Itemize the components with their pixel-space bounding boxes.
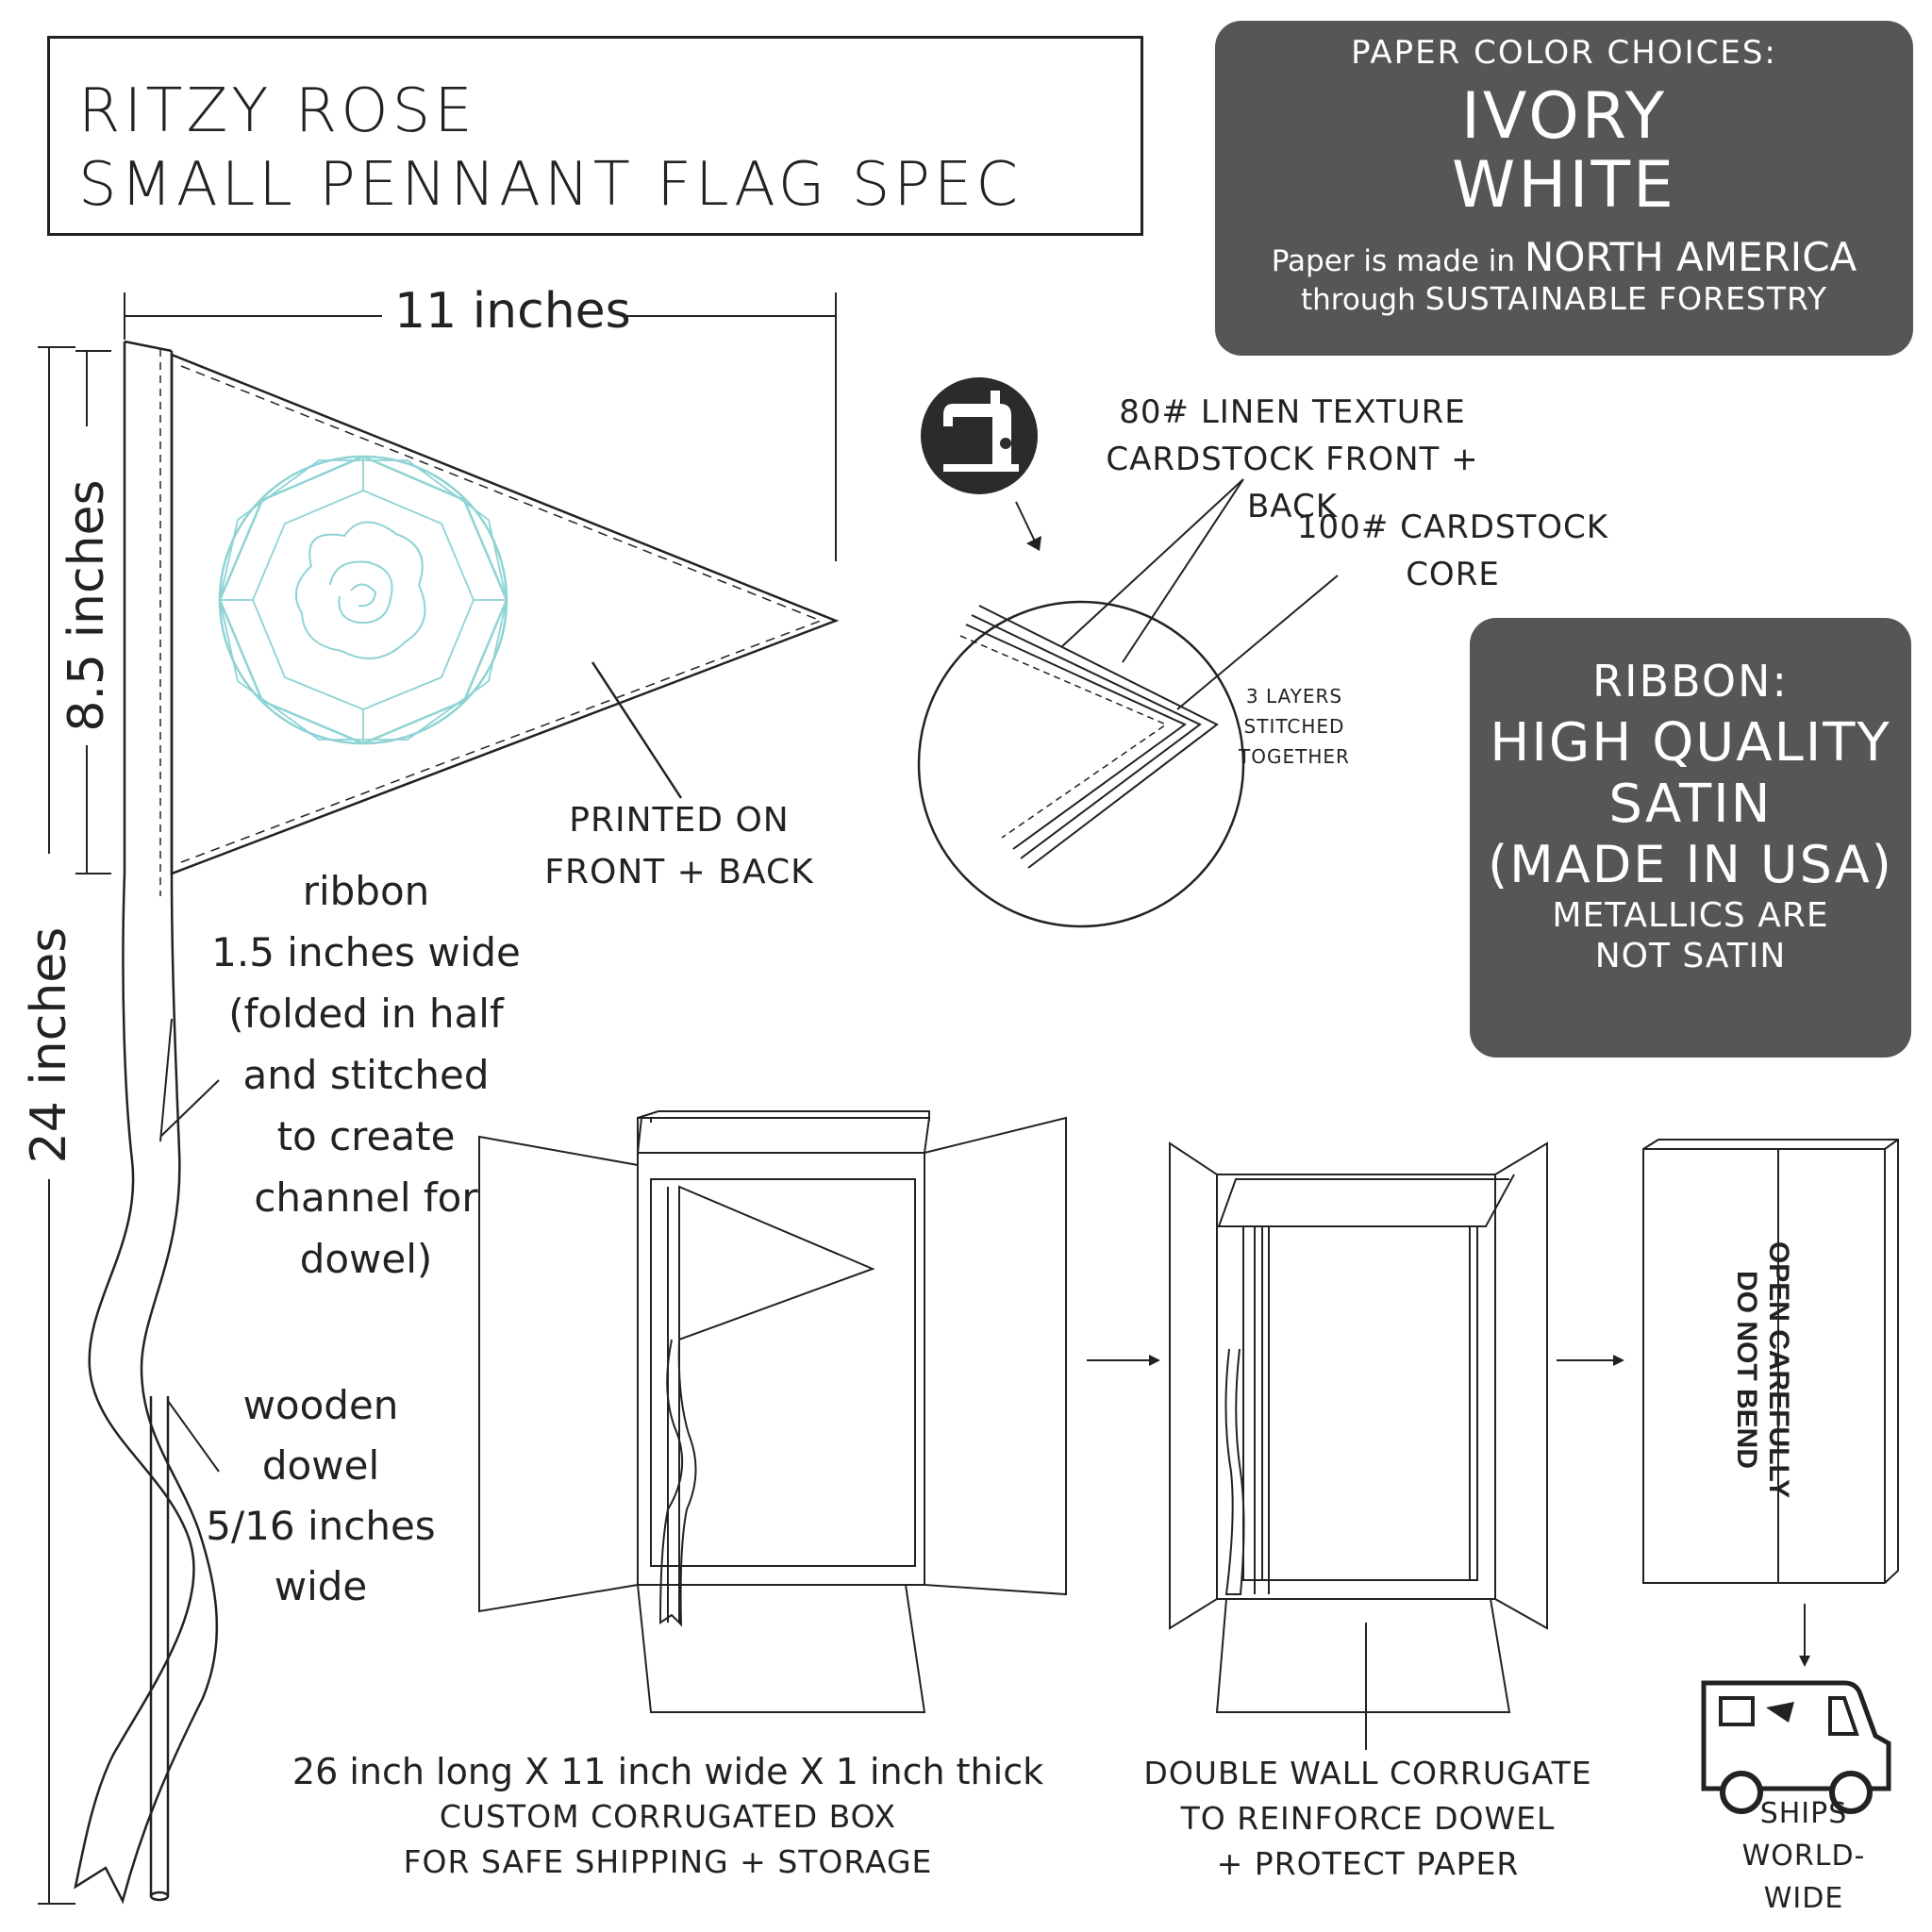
box-caption-line-2: CUSTOM CORRUGATED BOX — [439, 1798, 897, 1835]
ribbon-note-line-4: and stitched — [242, 1052, 490, 1098]
printed-label: PRINTED ON FRONT + BACK — [509, 794, 849, 898]
paper-forestry-prefix: through — [1300, 283, 1416, 317]
title-box: RITZY ROSE SMALL PENNANT FLAG SPEC — [47, 36, 1143, 236]
ribbon-note-line-6: channel for — [254, 1174, 478, 1221]
ribbon-panel-line-2: SATIN — [1608, 774, 1773, 835]
arrow-down — [1799, 1604, 1810, 1667]
core-label: 100# CARDSTOCK CORE — [1264, 504, 1641, 598]
layer-detail-circle — [917, 478, 1339, 928]
linen-label: 80# LINEN TEXTURE CARDSTOCK FRONT + BACK — [1066, 389, 1519, 530]
ships-label-line-1: SHIPS — [1759, 1797, 1848, 1830]
dowel-note-line-1: wooden — [242, 1382, 399, 1428]
linen-label-line-1: 80# LINEN TEXTURE — [1119, 393, 1466, 431]
corrugate-caption-line-2: TO REINFORCE DOWEL — [1180, 1800, 1556, 1837]
title-line-1: RITZY ROSE — [78, 76, 476, 146]
package-text-line-2: DO NOT BEND — [1731, 1271, 1762, 1469]
open-box-corrugate — [1169, 1141, 1548, 1750]
paper-origin-prefix: Paper is made in — [1271, 244, 1516, 278]
arrow-right-2 — [1557, 1355, 1624, 1366]
ribbon-panel-line-3: (MADE IN USA) — [1488, 835, 1893, 894]
ribbon-note-line-5: to create — [276, 1113, 456, 1159]
layers-label: 3 LAYERS STITCHED TOGETHER — [1219, 681, 1370, 772]
linen-label-line-2: CARDSTOCK FRONT + BACK — [1106, 441, 1479, 525]
arrow-right-1 — [1087, 1355, 1160, 1366]
paper-forestry-emph: SUSTAINABLE FORESTRY — [1424, 280, 1828, 317]
ships-label-line-2: WORLD- — [1741, 1840, 1866, 1873]
corrugate-caption-line-1: DOUBLE WALL CORRUGATE — [1143, 1755, 1592, 1791]
rose-emblem — [218, 455, 508, 745]
dowel-note-line-3: 5/16 inches — [206, 1503, 436, 1549]
paper-origin-line-2: through SUSTAINABLE FORESTRY — [1215, 280, 1913, 317]
ribbon-panel-heading: RIBBON: — [1592, 656, 1789, 707]
dowel-note-line-4: wide — [274, 1563, 368, 1609]
paper-panel-heading: PAPER COLOR CHOICES: — [1351, 34, 1777, 72]
box-caption: 26 inch long X 11 inch wide X 1 inch thi… — [253, 1749, 1083, 1885]
package-label: OPEN CAREFULLY DO NOT BEND — [1730, 1228, 1794, 1511]
package-text-line-1: OPEN CAREFULLY — [1763, 1241, 1794, 1499]
ribbon-note-line-1: ribbon — [302, 868, 430, 914]
ribbon-panel-line-1: HIGH QUALITY — [1490, 712, 1891, 774]
title-line-2: SMALL PENNANT FLAG SPEC — [78, 150, 1023, 220]
core-label-line-1: 100# CARDSTOCK — [1296, 508, 1609, 546]
corrugate-caption: DOUBLE WALL CORRUGATE TO REINFORCE DOWEL… — [1104, 1751, 1632, 1887]
ribbon-panel: RIBBON: HIGH QUALITY SATIN (MADE IN USA)… — [1470, 618, 1911, 1058]
flag-height-label: 8.5 inches — [58, 479, 115, 732]
ribbon-note-line-2: 1.5 inches wide — [211, 929, 521, 975]
dowel-note: wooden dowel 5/16 inches wide — [179, 1375, 462, 1617]
ribbon-note: ribbon 1.5 inches wide (folded in half a… — [206, 860, 526, 1290]
paper-choice-ivory: IVORY — [1460, 79, 1668, 154]
layers-label-line-2: STITCHED — [1243, 715, 1345, 738]
ribbon-panel-line-5: NOT SATIN — [1594, 937, 1787, 975]
layers-label-line-3: TOGETHER — [1239, 745, 1350, 768]
dimension-lines — [38, 292, 837, 1905]
sewing-machine-icon — [921, 377, 1038, 494]
printed-label-line-2: FRONT + BACK — [544, 853, 814, 891]
layers-label-line-1: 3 LAYERS — [1245, 685, 1343, 708]
box-caption-line-3: FOR SAFE SHIPPING + STORAGE — [403, 1843, 933, 1880]
ribbon-note-line-3: (folded in half — [228, 991, 504, 1037]
paper-origin-emph: NORTH AMERICA — [1524, 234, 1857, 280]
ships-label: SHIPS WORLD- WIDE — [1709, 1792, 1898, 1920]
closed-package — [1642, 1139, 1899, 1584]
total-height-label: 24 inches — [21, 926, 77, 1164]
width-dimension-label: 11 inches — [394, 283, 631, 340]
dowel-note-line-2: dowel — [261, 1442, 380, 1489]
ribbon-note-line-7: dowel) — [299, 1236, 433, 1282]
ribbon-panel-line-4: METALLICS ARE — [1552, 896, 1829, 935]
printed-label-line-1: PRINTED ON — [569, 801, 790, 840]
paper-color-panel: PAPER COLOR CHOICES: IVORY WHITE Paper i… — [1215, 21, 1913, 356]
pennant-flag — [123, 340, 840, 896]
paper-choice-white: WHITE — [1452, 148, 1676, 223]
corrugate-caption-line-3: + PROTECT PAPER — [1216, 1845, 1520, 1882]
paper-origin-line-1: Paper is made in NORTH AMERICA — [1215, 234, 1913, 280]
core-label-line-2: CORE — [1406, 556, 1500, 593]
box-caption-line-1: 26 inch long X 11 inch wide X 1 inch thi… — [291, 1751, 1044, 1792]
mail-truck-icon — [1701, 1680, 1891, 1814]
ribbon-streamer — [74, 873, 220, 1905]
ships-label-line-3: WIDE — [1763, 1882, 1844, 1915]
open-box-with-flag — [478, 1110, 1067, 1713]
